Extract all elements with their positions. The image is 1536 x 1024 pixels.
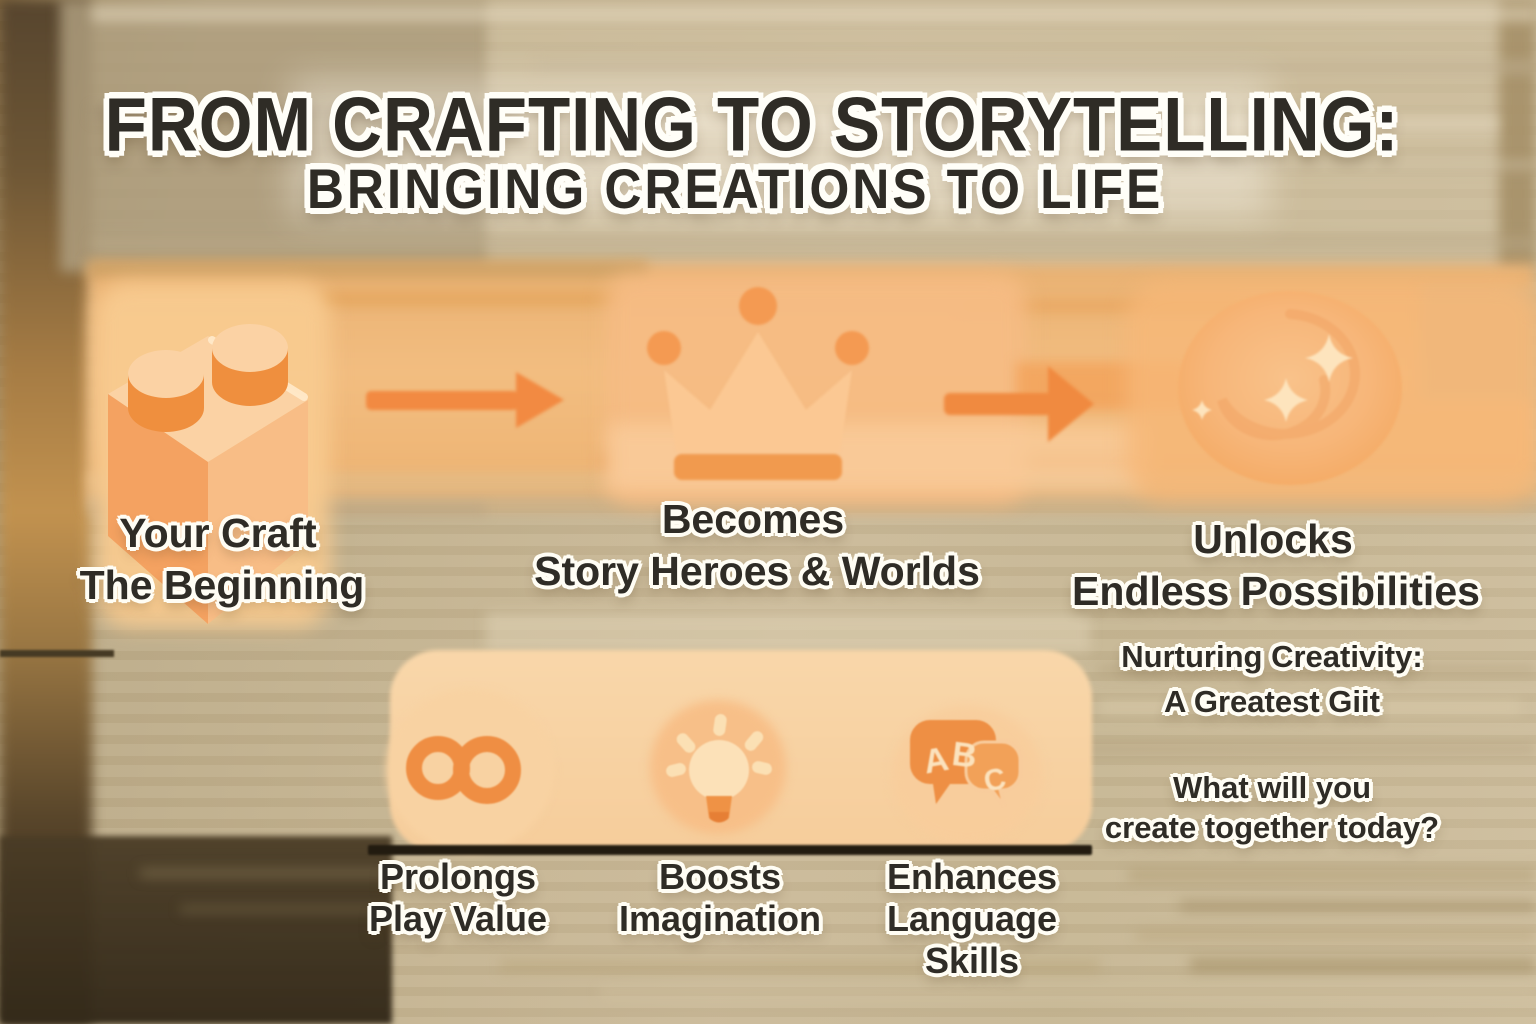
background-streak xyxy=(1180,900,1536,912)
background-streak xyxy=(1098,665,1536,675)
stage-craft-label-line1: Your Craft xyxy=(119,510,317,556)
background-streak xyxy=(140,868,390,878)
divider-line xyxy=(368,845,1092,855)
background-streak xyxy=(180,905,390,913)
closing-heading-line2: A Greatest Giit xyxy=(1164,684,1380,719)
stage-story-label-line2: Story Heroes & Worlds xyxy=(534,548,980,594)
benefit-boosts-line2: Imagination xyxy=(618,898,821,939)
background-streak xyxy=(1100,700,1520,714)
benefit-enhances-line2: Language xyxy=(886,898,1057,939)
background-streak xyxy=(92,6,1536,22)
background-streak xyxy=(92,108,488,120)
stage-story-label-line1: Becomes xyxy=(661,496,845,542)
background-streak xyxy=(1080,745,1536,753)
infinity-icon xyxy=(406,736,521,804)
page-subtitle: BRINGING CREATIONS TO LIFE xyxy=(306,158,1164,221)
background-block xyxy=(488,0,1536,270)
background-streak xyxy=(92,236,1536,250)
benefit-boosts-line1: Boosts xyxy=(658,856,781,897)
lightbulb-icon xyxy=(666,714,772,823)
benefit-prolongs-line2: Play Value xyxy=(368,898,548,939)
benefit-prolongs-line1: Prolongs xyxy=(379,856,536,897)
abc-letter-b: B xyxy=(950,735,979,776)
background-streak xyxy=(1499,0,1536,272)
background-streak xyxy=(536,60,1536,74)
lego-brick-icon xyxy=(108,324,308,624)
divider-line-left xyxy=(0,650,114,657)
closing-question-line1: What will you xyxy=(1172,770,1372,805)
background-streak xyxy=(488,116,1498,134)
background-streak xyxy=(88,260,648,278)
background-streak xyxy=(1128,868,1536,882)
speech-bubbles-abc-icon: A B C xyxy=(910,720,1022,807)
background-dark-corner xyxy=(0,836,392,1024)
crown-icon xyxy=(647,287,869,480)
background-streak xyxy=(1190,958,1536,972)
arrow-right-icon xyxy=(366,372,564,428)
stage-possibilities-label-line2: Endless Possibilities xyxy=(1072,568,1480,614)
closing-question-line2: create together today? xyxy=(1104,810,1440,845)
closing-heading-line1: Nurturing Creativity: xyxy=(1121,639,1423,674)
background-streak xyxy=(1136,930,1536,940)
background-streak xyxy=(600,986,1536,998)
benefit-enhances-line1: Enhances xyxy=(886,856,1058,897)
page-title: FROM CRAFTING TO STORYTELLING: xyxy=(104,82,1400,168)
benefit-enhances-line3: Skills xyxy=(924,940,1020,981)
title-glow xyxy=(290,78,1270,218)
background-streak xyxy=(310,160,1536,170)
stage-possibilities-label-line1: Unlocks xyxy=(1193,516,1353,562)
background-streak xyxy=(486,612,1090,652)
background-streak xyxy=(500,960,1100,972)
sparkle-circle-icon xyxy=(1178,291,1402,485)
background-block xyxy=(60,0,488,272)
stage-craft-label-line2: The Beginning xyxy=(79,562,365,608)
arrow-right-icon xyxy=(944,366,1094,442)
